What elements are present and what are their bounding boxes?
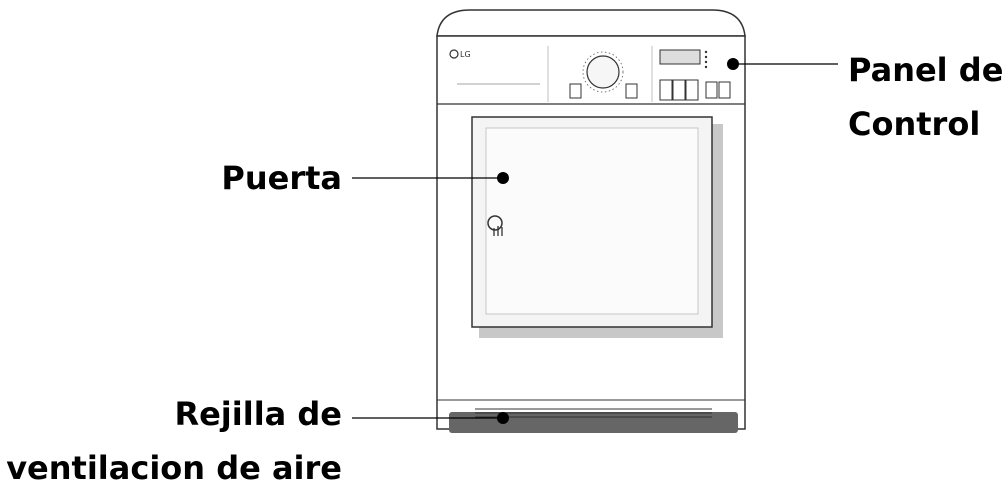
door-panel	[485, 127, 699, 315]
indicator-light	[704, 60, 708, 64]
start-pause-button[interactable]	[625, 83, 638, 99]
indicator-light	[704, 65, 708, 69]
label-rejilla-line2: ventilacion de aire	[6, 449, 342, 487]
indicator-light	[704, 50, 708, 54]
program-dial-ticks	[582, 51, 624, 93]
door-handle-icon	[487, 215, 503, 236]
puerta-marker	[497, 172, 509, 184]
option-button-2[interactable]	[672, 79, 686, 101]
label-panel-control-line2: Control	[848, 105, 981, 143]
label-puerta: Puerta	[221, 159, 342, 197]
option-button-1[interactable]	[659, 79, 673, 101]
label-rejilla-line1: Rejilla de	[174, 395, 342, 433]
control-panel: LG	[449, 46, 731, 102]
digital-display	[659, 49, 701, 65]
lg-logo-icon	[449, 49, 459, 59]
rejilla-marker	[497, 412, 509, 424]
dryer-top-lid	[436, 9, 746, 37]
indicator-light	[704, 55, 708, 59]
program-dial[interactable]	[586, 55, 620, 89]
air-vent-grille	[449, 412, 738, 433]
power-button[interactable]	[569, 83, 582, 99]
time-plus-button[interactable]	[718, 81, 731, 99]
brand-logo-text: LG	[460, 50, 471, 59]
panel-marker	[727, 58, 739, 70]
label-panel-control-line1: Panel de	[848, 51, 1004, 89]
time-minus-button[interactable]	[705, 81, 718, 99]
option-button-3[interactable]	[685, 79, 699, 101]
